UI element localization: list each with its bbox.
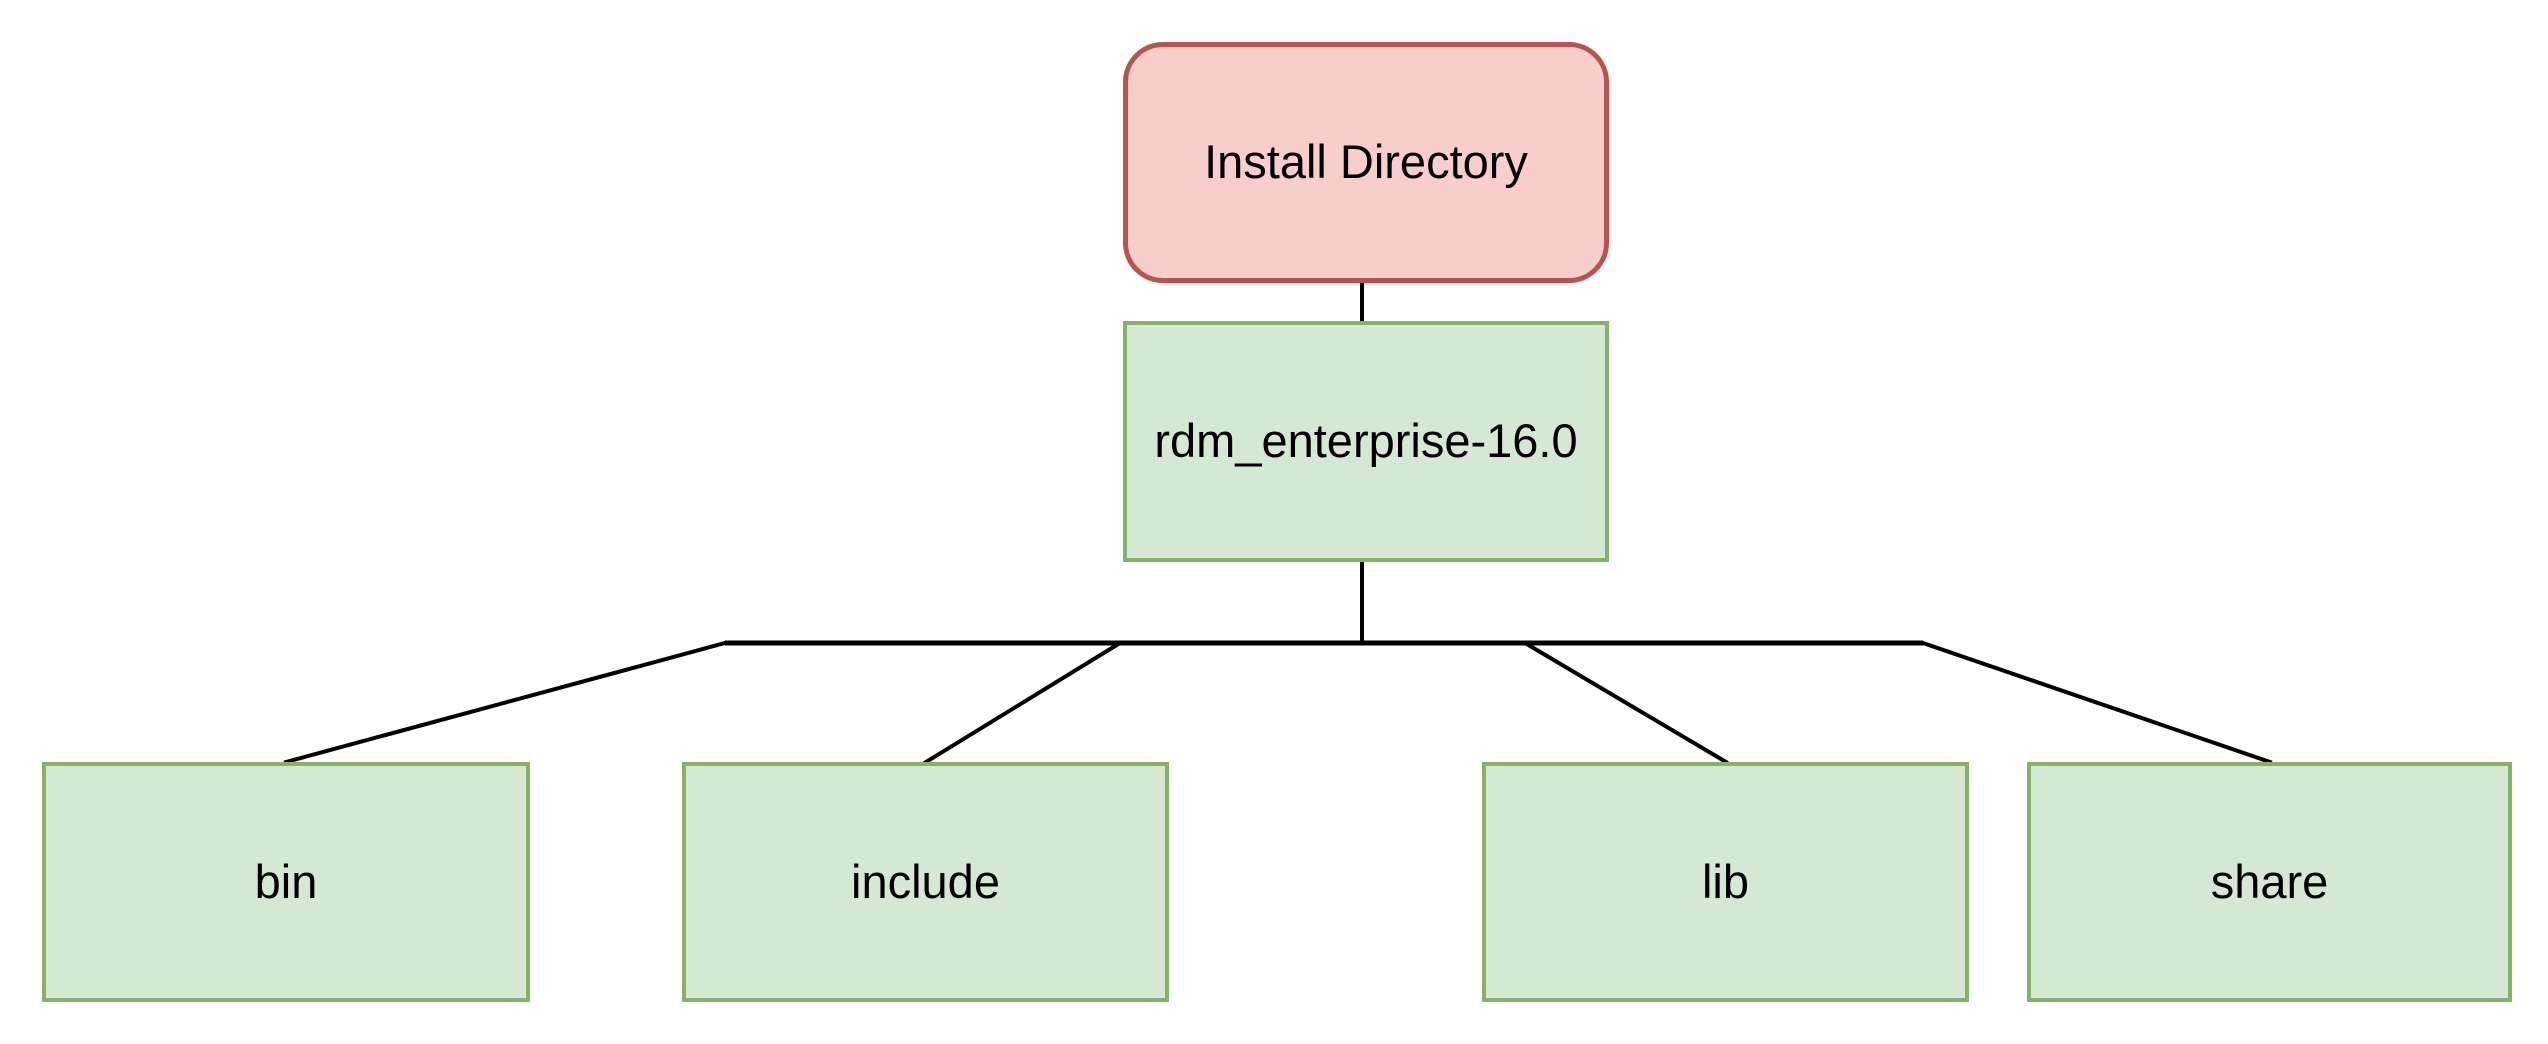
edge-bus-to-bin	[283, 640, 728, 765]
node-share-folder-label: share	[2210, 854, 2329, 908]
node-include-folder: include	[682, 762, 1169, 1002]
node-lib-folder-label: lib	[1701, 854, 1750, 908]
node-rdm-enterprise-folder-label: rdm_enterprise-16.0	[1154, 414, 1578, 468]
node-bin-folder: bin	[42, 762, 530, 1002]
node-share-folder: share	[2027, 762, 2512, 1002]
node-install-directory-label: Install Directory	[1204, 135, 1528, 189]
node-bin-folder-label: bin	[254, 854, 318, 908]
node-rdm-enterprise-folder: rdm_enterprise-16.0	[1123, 321, 1609, 562]
edge-bus-to-lib	[1522, 640, 1729, 765]
edge-bus-to-include	[923, 640, 1123, 765]
node-include-folder-label: include	[851, 854, 1000, 908]
node-install-directory: Install Directory	[1123, 42, 1609, 283]
edge-bus-to-share	[1920, 640, 2273, 765]
node-lib-folder: lib	[1482, 762, 1969, 1002]
